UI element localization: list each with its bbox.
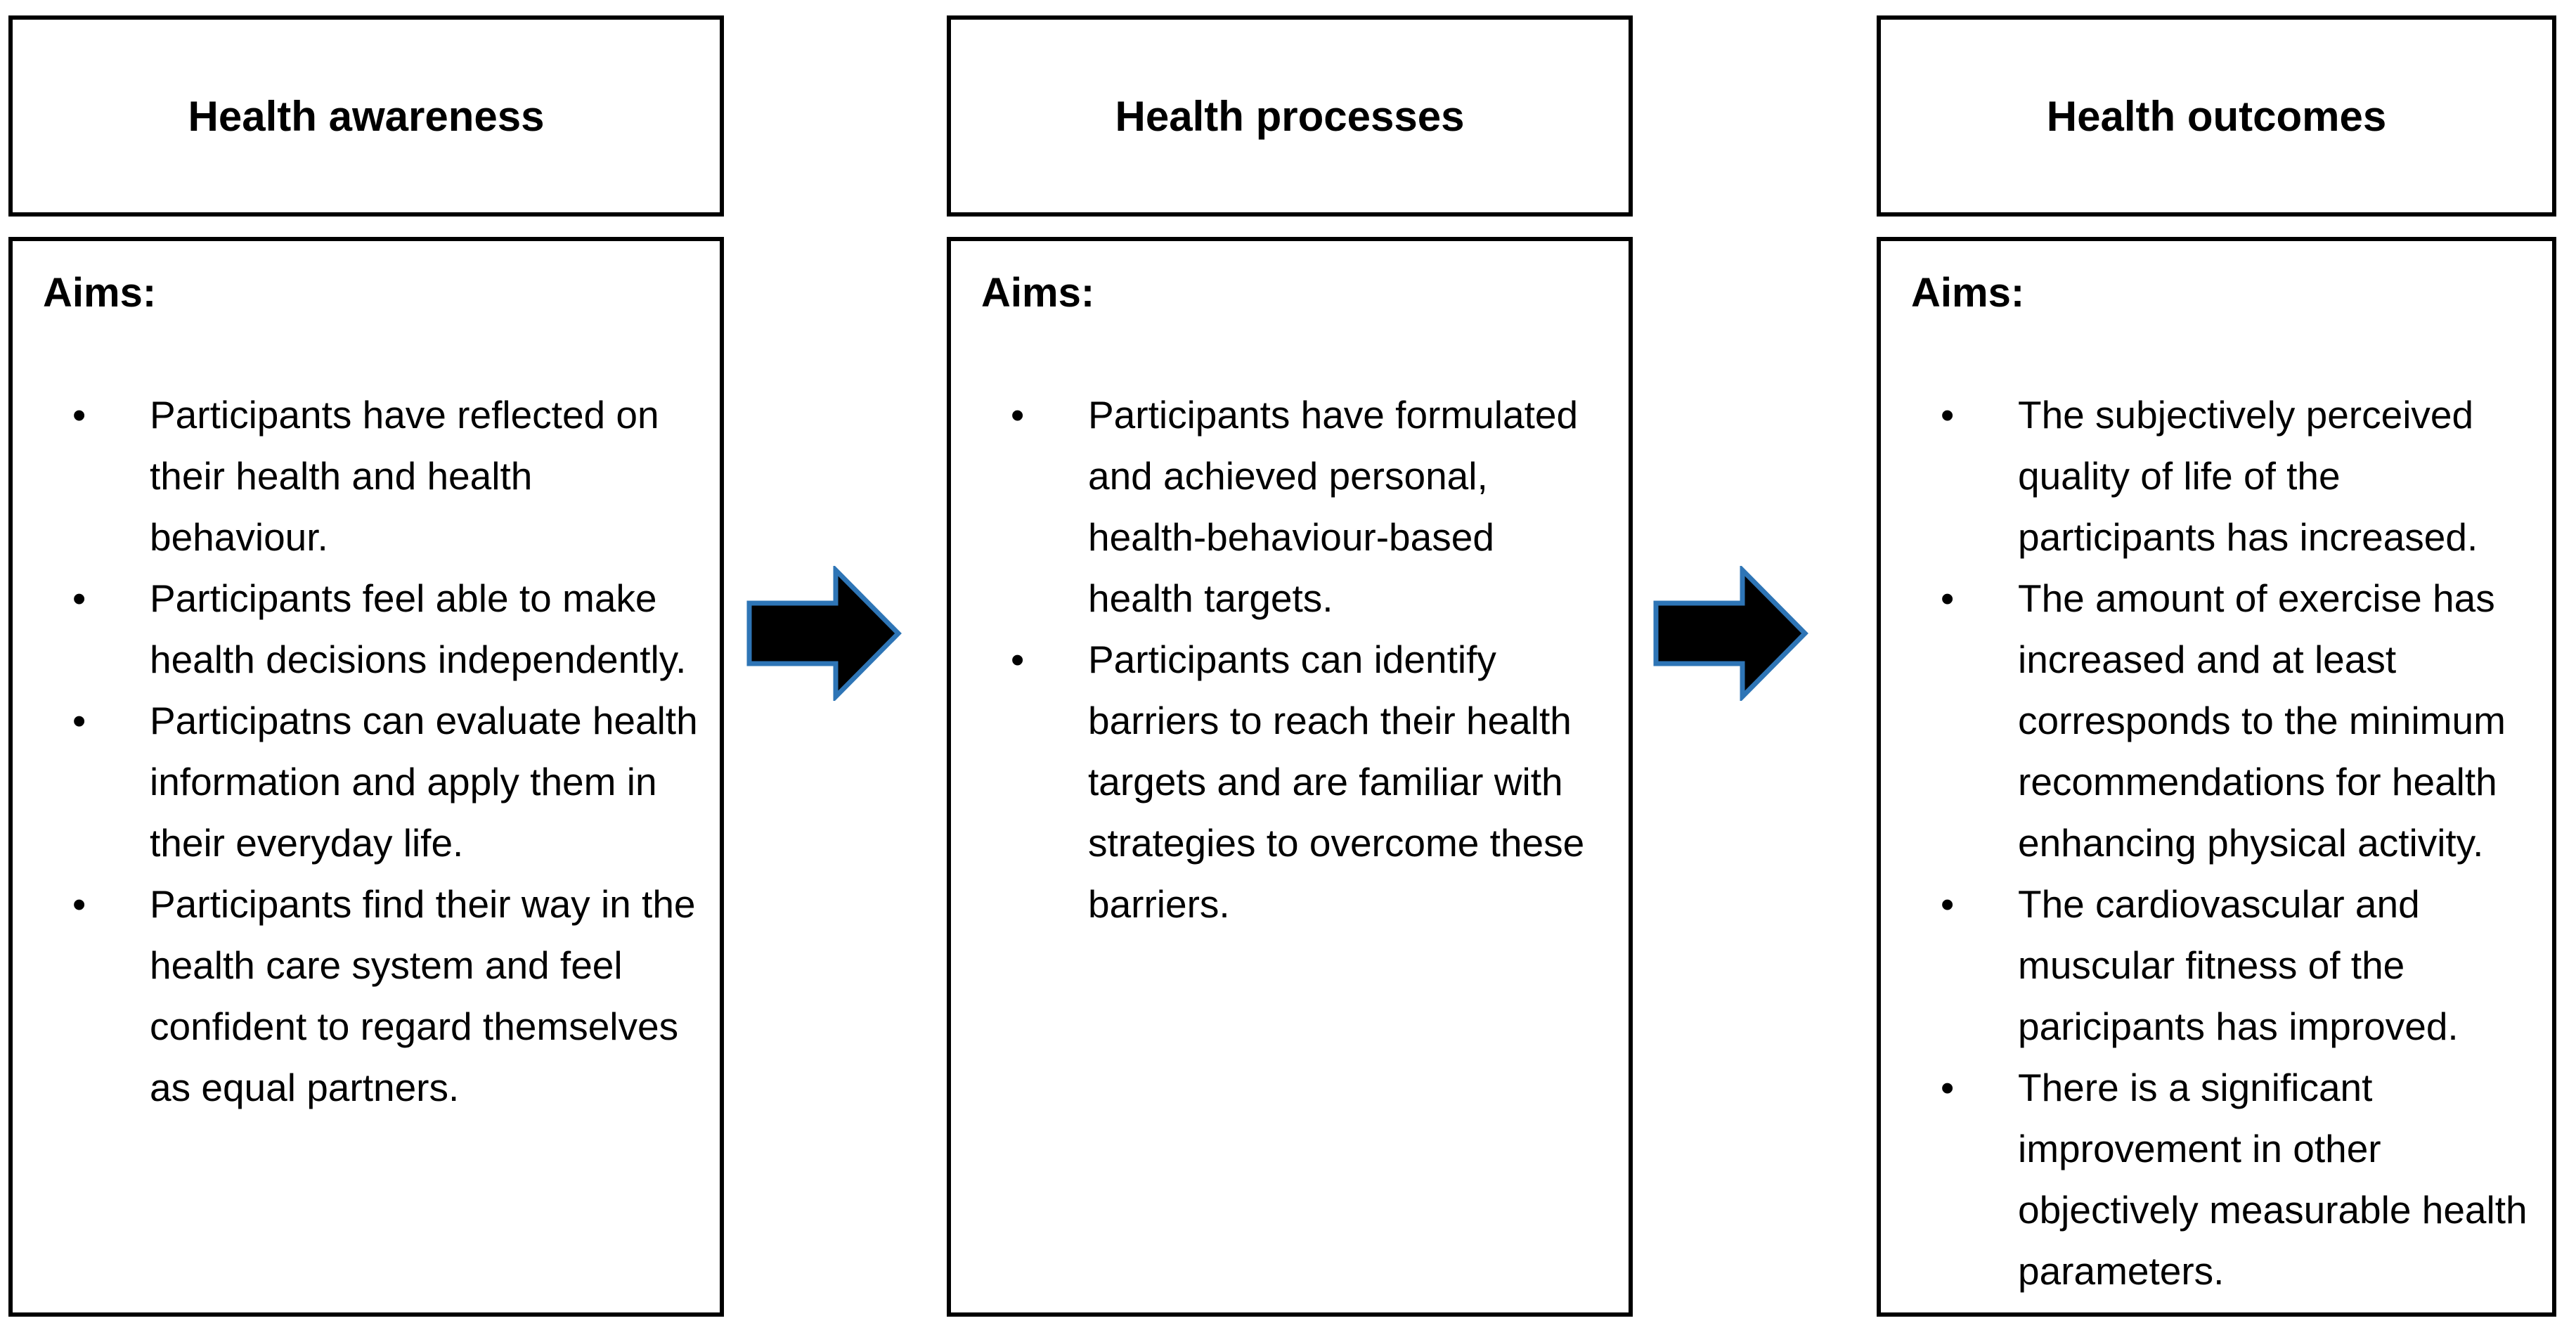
header-box-health-processes: Health processes: [947, 15, 1633, 217]
header-box-health-awareness: Health awareness: [8, 15, 724, 217]
aims-box-health-outcomes: Aims: The subjectively perceived quality…: [1877, 237, 2556, 1317]
aims-bullet-list-health-outcomes: The subjectively perceived quality of li…: [1911, 385, 2532, 1302]
header-box-health-outcomes: Health outcomes: [1877, 15, 2556, 217]
aim-bullet-item: The subjectively perceived quality of li…: [1911, 385, 2532, 568]
aim-bullet-item: The cardiovascular and muscular fitness …: [1911, 874, 2532, 1057]
aim-bullet-item: Participants can identify barriers to re…: [981, 629, 1609, 935]
aims-title: Aims:: [43, 270, 157, 316]
header-label-health-awareness: Health awareness: [188, 92, 545, 140]
aims-box-health-awareness: Aims: Participants have reflected on the…: [8, 237, 724, 1317]
aim-bullet-item: Participants feel able to make health de…: [43, 568, 700, 690]
aims-box-health-processes: Aims: Participants have formulated and a…: [947, 237, 1633, 1317]
right-arrow-icon-awareness-to-processes: [746, 566, 902, 701]
aim-bullet-item: Participants have reflected on their hea…: [43, 385, 700, 568]
aim-bullet-item: Participatns can evaluate health informa…: [43, 690, 700, 874]
header-label-health-processes: Health processes: [1115, 92, 1465, 140]
aim-bullet-item: Participants find their way in the healt…: [43, 874, 700, 1118]
aims-bullet-list-health-awareness: Participants have reflected on their hea…: [43, 385, 700, 1118]
header-label-health-outcomes: Health outcomes: [2046, 92, 2387, 140]
aims-title: Aims:: [981, 270, 1095, 316]
aim-bullet-item: The amount of exercise has increased and…: [1911, 568, 2532, 874]
aims-title: Aims:: [1911, 270, 2025, 316]
aims-bullet-list-health-processes: Participants have formulated and achieve…: [981, 385, 1609, 935]
aim-bullet-item: Participants have formulated and achieve…: [981, 385, 1609, 629]
aim-bullet-item: There is a significant improvement in ot…: [1911, 1057, 2532, 1302]
right-arrow-icon-processes-to-outcomes: [1653, 566, 1808, 701]
